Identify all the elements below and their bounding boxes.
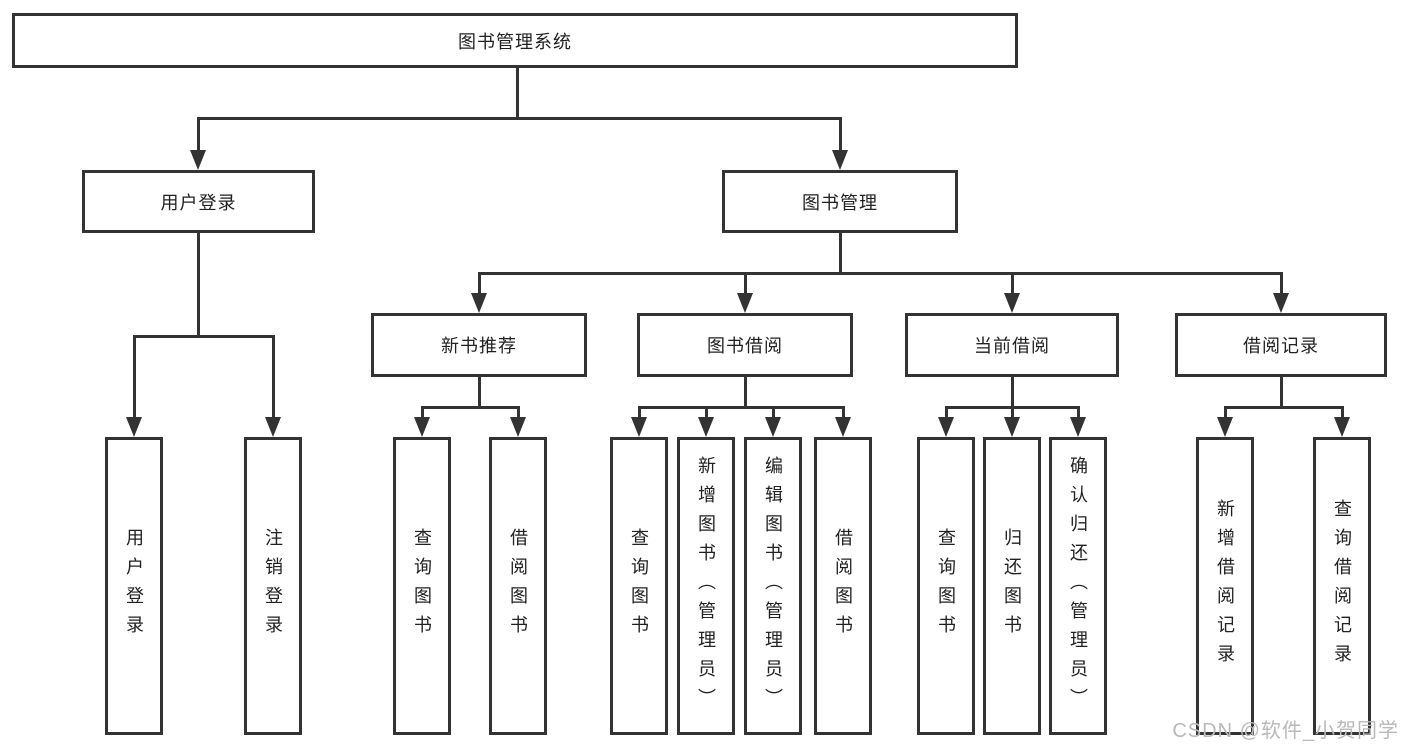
csdn-watermark: CSDN @软件_小贺同学 — [1172, 720, 1399, 742]
node-label: 借阅图书 — [833, 528, 853, 644]
node-leaf-cb-query-book: 查询图书 — [917, 437, 975, 735]
arrowhead-borrow-record — [1273, 293, 1289, 313]
connector-stem-current-borrow — [1011, 272, 1014, 297]
node-leaf-rec-query-book: 查询图书 — [393, 437, 451, 735]
connector-stem-br-query — [1341, 406, 1344, 421]
connector-stem-bb-query — [638, 406, 641, 421]
connector-book-mgmt-hbar — [478, 272, 1283, 275]
connector-rec-stem — [478, 377, 481, 409]
node-leaf-bb-borrow-book: 借阅图书 — [814, 437, 872, 735]
node-label: 用户登录 — [160, 192, 237, 213]
arrowhead-current-borrow — [1004, 293, 1020, 313]
node-label: 借阅图书 — [508, 528, 528, 644]
connector-stem-rec-borrow — [517, 406, 520, 421]
connector-stem-cb-return — [1011, 406, 1014, 421]
node-leaf-bb-edit-book-admin: 编辑图书（管理员） — [744, 437, 802, 735]
arrowhead-bb-borrow — [835, 417, 851, 437]
node-book-management: 图书管理 — [722, 170, 958, 233]
connector-root-hbar — [197, 117, 842, 120]
connector-stem-logout-leaf — [272, 335, 275, 419]
arrowhead-login-leaf — [126, 417, 142, 437]
connector-stem-bb-borrow — [842, 406, 845, 421]
arrowhead-book-borrow — [737, 293, 753, 313]
node-label: 查询图书 — [629, 528, 649, 644]
connector-stem-br-add — [1224, 406, 1227, 421]
arrowhead-book-mgmt — [832, 150, 848, 170]
node-borrowing-records: 借阅记录 — [1175, 313, 1387, 377]
connector-stem-user-login — [197, 117, 200, 153]
connector-cb-stem — [1011, 377, 1014, 409]
node-user-login: 用户登录 — [82, 170, 315, 233]
arrowhead-bb-query — [631, 417, 647, 437]
arrowhead-bb-add — [698, 417, 714, 437]
node-leaf-bb-add-book-admin: 新增图书（管理员） — [677, 437, 735, 735]
connector-br-hbar — [1224, 406, 1344, 409]
node-leaf-user-login: 用户登录 — [105, 437, 163, 735]
connector-bb-hbar — [638, 406, 845, 409]
node-leaf-br-add-record: 新增借阅记录 — [1196, 437, 1254, 735]
node-label: 查询图书 — [936, 528, 956, 644]
arrowhead-br-add — [1217, 417, 1233, 437]
node-leaf-cb-confirm-return-admin: 确认归还（管理员） — [1049, 437, 1107, 735]
connector-stem-new-book-rec — [478, 272, 481, 297]
connector-bb-stem — [744, 377, 747, 409]
node-leaf-logout: 注销登录 — [244, 437, 302, 735]
arrowhead-logout-leaf — [265, 417, 281, 437]
connector-br-stem — [1280, 377, 1283, 409]
node-label: 图书借阅 — [707, 336, 783, 356]
node-label: 图书管理系统 — [458, 31, 572, 52]
node-label: 编辑图书（管理员） — [763, 455, 783, 717]
node-leaf-bb-query-book: 查询图书 — [610, 437, 668, 735]
node-label: 新书推荐 — [441, 336, 517, 356]
node-label: 确认归还（管理员） — [1068, 455, 1088, 717]
arrowhead-cb-confirm — [1070, 417, 1086, 437]
node-label: 新增图书（管理员） — [696, 455, 716, 717]
node-label: 当前借阅 — [974, 336, 1050, 356]
arrowhead-br-query — [1334, 417, 1350, 437]
connector-stem-rec-query — [421, 406, 424, 421]
connector-stem-bb-edit — [772, 406, 775, 421]
node-leaf-br-query-record: 查询借阅记录 — [1313, 437, 1371, 735]
arrowhead-cb-query — [938, 417, 954, 437]
node-label: 图书管理 — [802, 192, 878, 213]
node-book-borrowing: 图书借阅 — [637, 313, 853, 377]
node-label: 新增借阅记录 — [1215, 499, 1235, 673]
arrowhead-new-book-rec — [471, 293, 487, 313]
node-current-borrowing: 当前借阅 — [905, 313, 1119, 377]
node-label: 归还图书 — [1002, 528, 1022, 644]
node-library-management-system: 图书管理系统 — [12, 13, 1018, 68]
node-label: 查询图书 — [412, 528, 432, 644]
arrowhead-bb-edit — [765, 417, 781, 437]
connector-book-mgmt-stem — [839, 233, 842, 274]
connector-user-login-stem — [197, 233, 200, 337]
node-label: 借阅记录 — [1243, 336, 1319, 356]
arrowhead-rec-borrow — [510, 417, 526, 437]
connector-rec-hbar — [421, 406, 520, 409]
connector-stem-cb-query — [945, 406, 948, 421]
arrowhead-cb-return — [1004, 417, 1020, 437]
arrowhead-user-login — [190, 150, 206, 170]
node-new-book-recommend: 新书推荐 — [371, 313, 587, 377]
connector-stem-login-leaf — [133, 335, 136, 419]
connector-stem-book-mgmt — [839, 117, 842, 153]
node-label: 注销登录 — [263, 528, 283, 644]
node-label: 用户登录 — [124, 528, 144, 644]
connector-stem-bb-add — [705, 406, 708, 421]
connector-stem-borrow-record — [1280, 272, 1283, 297]
connector-root-stem — [516, 68, 519, 119]
node-leaf-rec-borrow-book: 借阅图书 — [489, 437, 547, 735]
arrowhead-rec-query — [414, 417, 430, 437]
node-label: 查询借阅记录 — [1332, 499, 1352, 673]
connector-stem-cb-confirm — [1077, 406, 1080, 421]
connector-stem-book-borrow — [744, 272, 747, 297]
node-leaf-cb-return-book: 归还图书 — [983, 437, 1041, 735]
connector-user-login-hbar — [133, 335, 275, 338]
